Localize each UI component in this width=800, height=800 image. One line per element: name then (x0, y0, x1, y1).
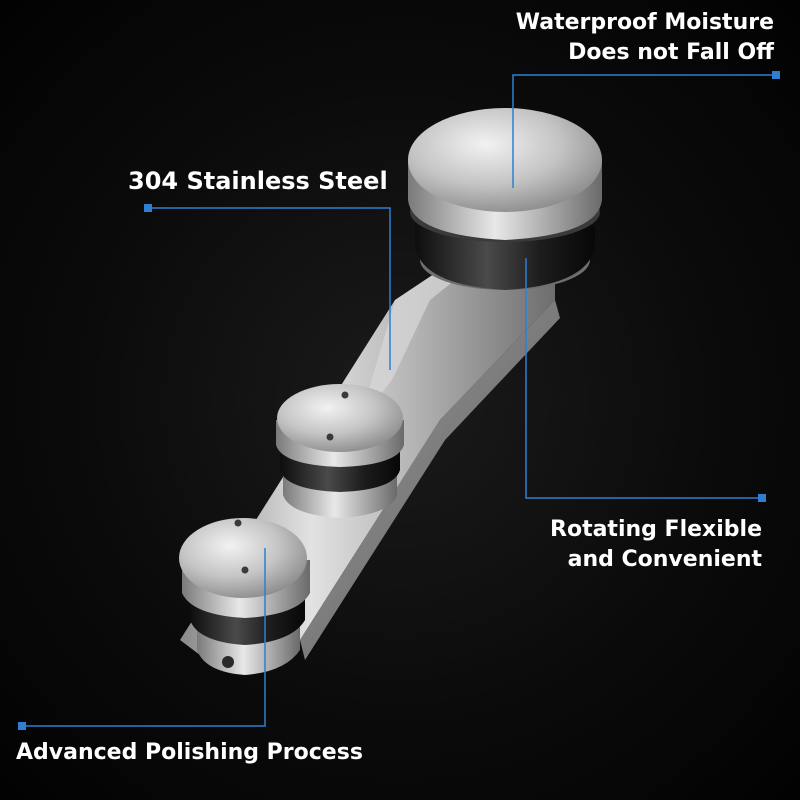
top-roller-wheel (408, 108, 602, 290)
waterproof-annotation-line-1: Waterproof Moisture (515, 10, 774, 35)
steel-leader-line (148, 207, 391, 370)
waterproof-annotation: Waterproof Moisture Does not Fall Off (516, 8, 774, 68)
middle-roller-wheel (276, 384, 404, 518)
stainless-steel-annotation: 304 Stainless Steel (128, 166, 388, 196)
rotating-annotation-line-1: Rotating Flexible (550, 517, 762, 542)
stainless-steel-annotation-text: 304 Stainless Steel (128, 167, 388, 195)
annotation-leader-markers (18, 71, 780, 730)
polishing-annotation-text: Advanced Polishing Process (16, 740, 363, 765)
rotating-annotation-line-2: and Convenient (567, 547, 762, 572)
waterproof-leader-line (512, 74, 776, 188)
polishing-leader-line (22, 548, 266, 727)
rotating-leader-line (525, 258, 762, 499)
polishing-annotation: Advanced Polishing Process (16, 738, 363, 768)
bottom-roller-wheel (179, 518, 310, 675)
waterproof-annotation-line-2: Does not Fall Off (568, 40, 774, 65)
annotation-leader-lines (22, 74, 776, 727)
rotating-annotation: Rotating Flexible and Convenient (550, 515, 762, 575)
